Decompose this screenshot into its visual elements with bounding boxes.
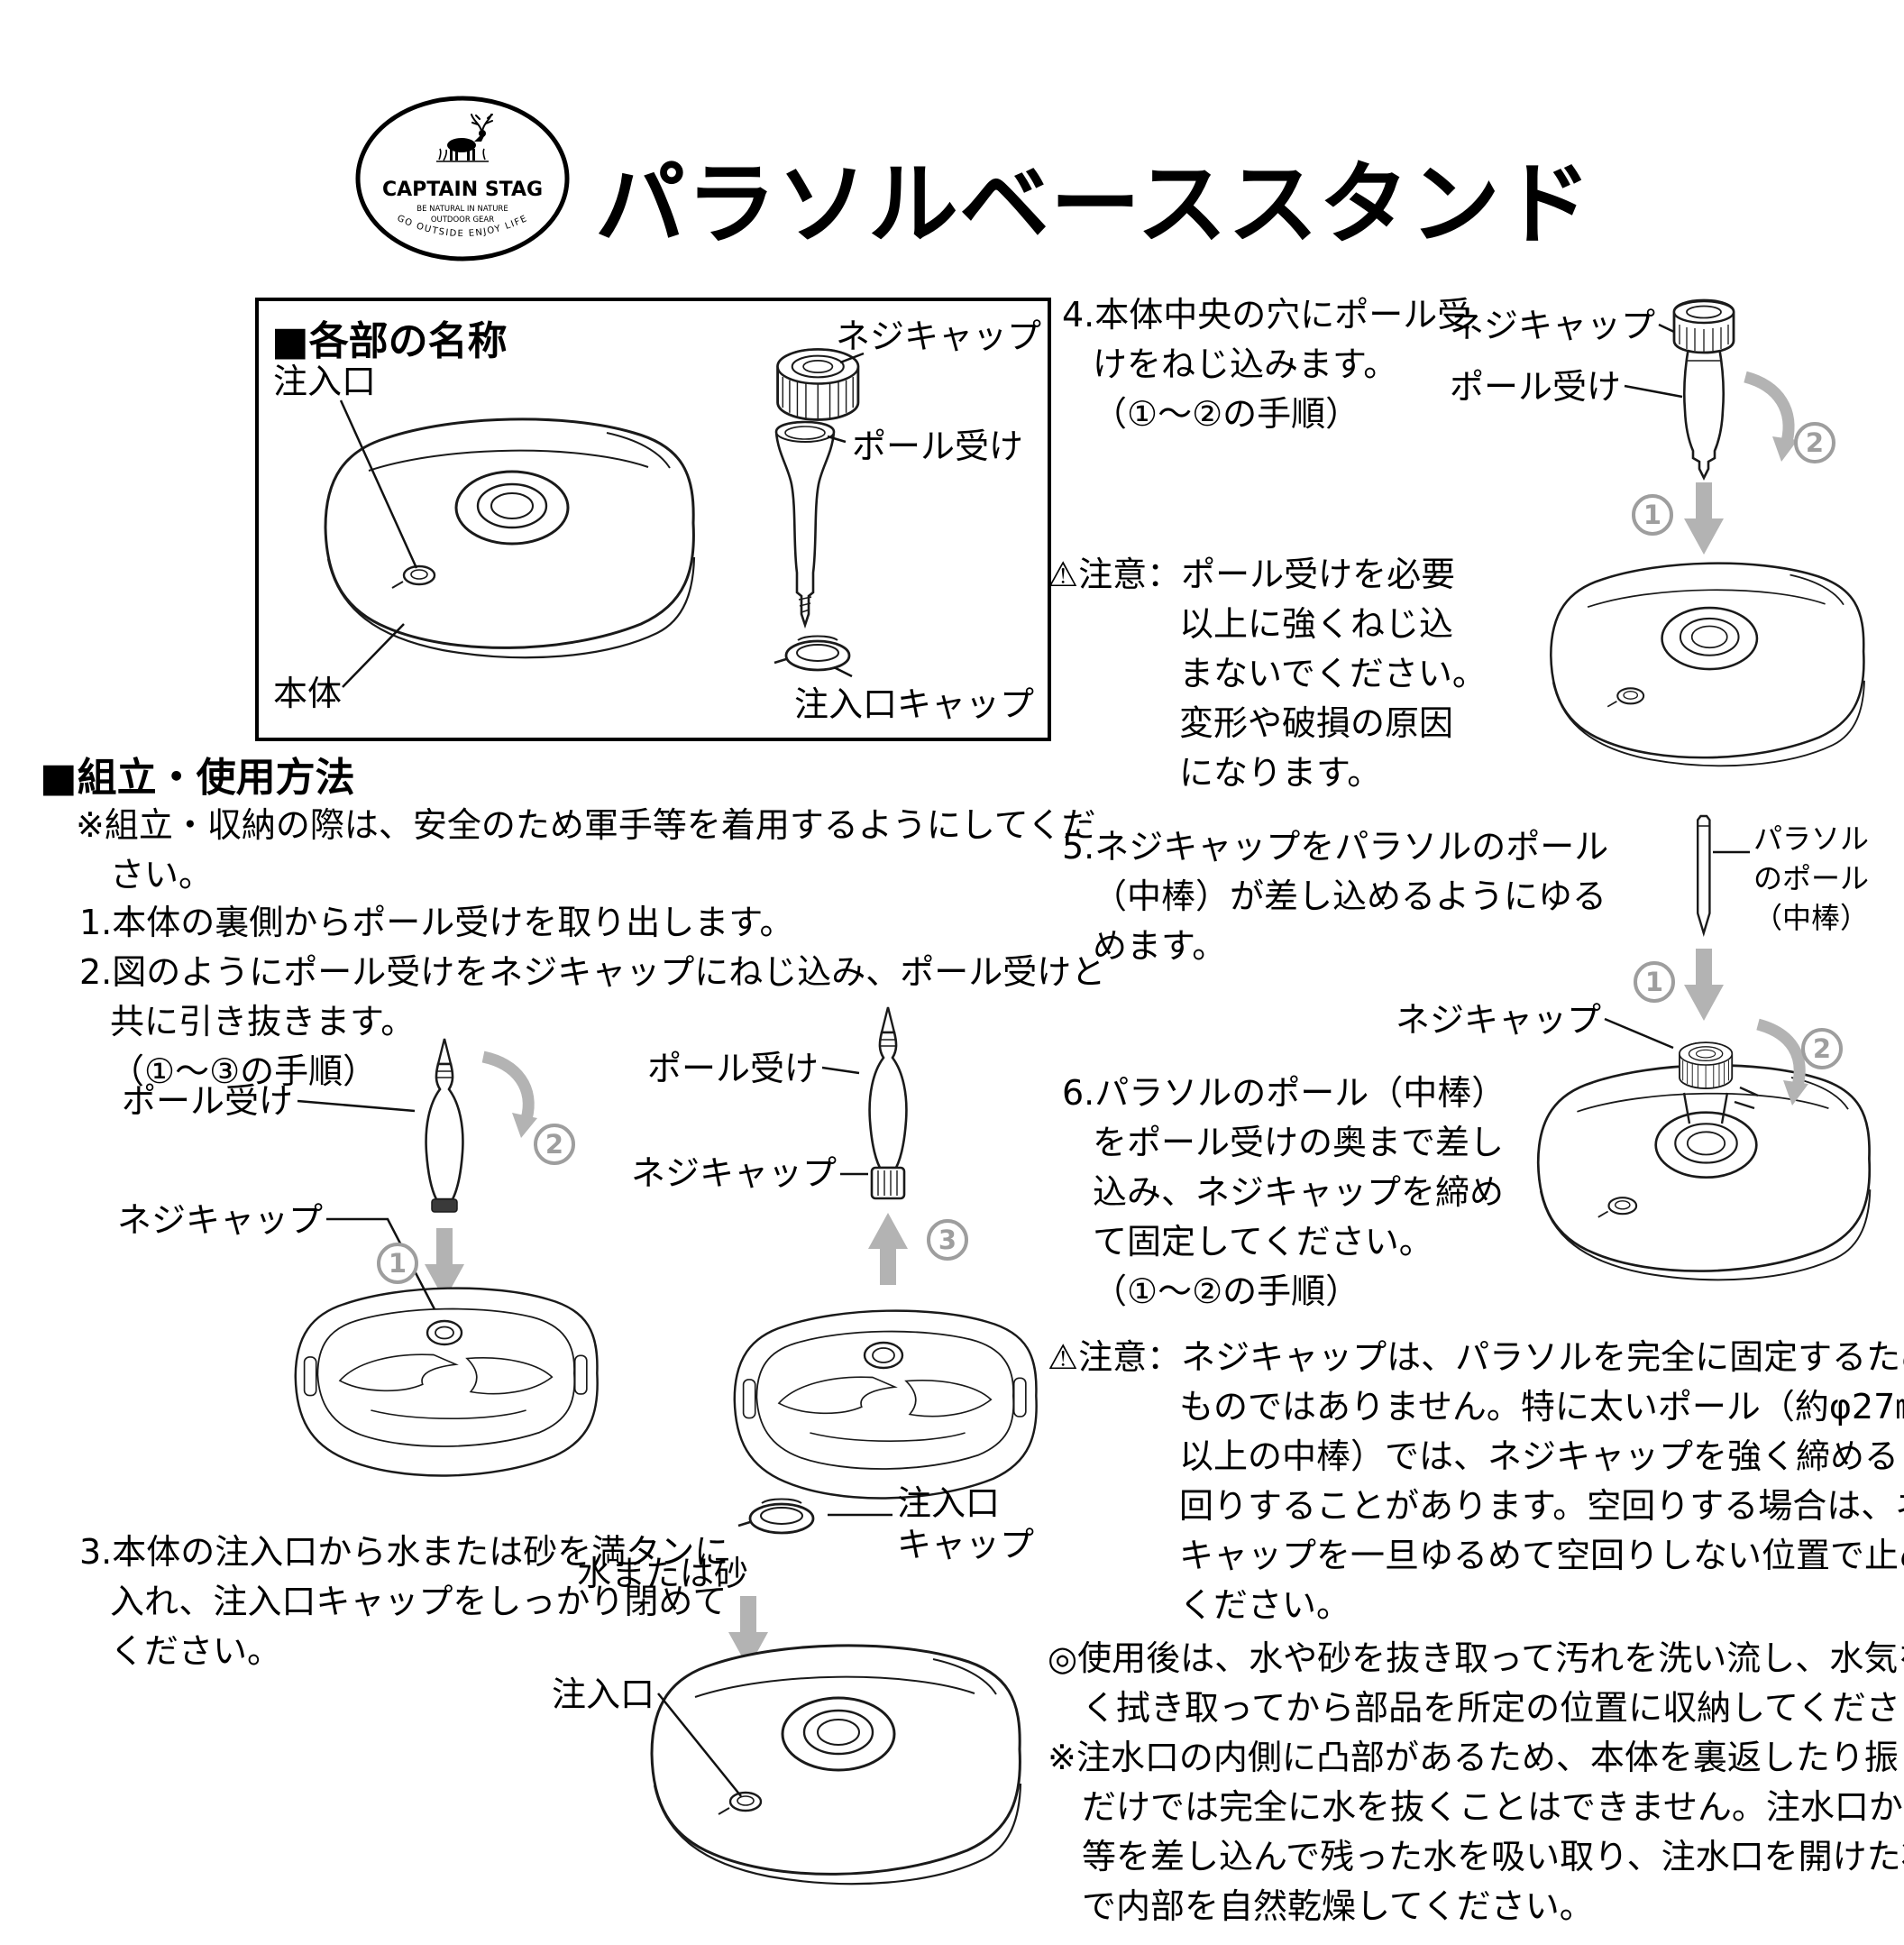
logo-brand-text: CAPTAIN STAG [382, 179, 543, 201]
leader-lines [297, 323, 1750, 1797]
water-or-sand-label: 水または砂 [577, 1554, 749, 1593]
step3-text: 3.本体の注入口から水または砂を満タンに入れ、注入口キャップをしっかり閉めてくだ… [79, 1532, 729, 1671]
assembly-heading: ■組立・使用方法 [40, 755, 355, 801]
pole-receiver-label: ポール受け [647, 1049, 819, 1088]
step2-right-diagram [733, 1005, 1038, 1500]
caution2-text: ⚠注意：ネジキャップは、パラソルを完全に固定するためのものではありません。特に太… [1048, 1337, 1904, 1625]
parasol-pole-label: パラソルのポール（中棒） [1753, 821, 1870, 935]
step-number-1-badge: 1 [1632, 494, 1673, 536]
captain-stag-logo: CAPTAIN STAG BE NATURAL IN NATURE OUTDOO… [353, 93, 572, 264]
pole-receiver-label: ポール受け [122, 1081, 294, 1121]
step-number-2-badge: 2 [1794, 422, 1835, 463]
drain-note-text: ※注水口の内側に凸部があるため、本体を裏返したり振っただけでは完全に水を抜くこと… [1048, 1738, 1904, 1926]
body-label: 本体 [273, 674, 343, 713]
step4-text: 4.本体中央の穴にポール受けをねじ込みます。（①～②の手順） [1062, 295, 1472, 434]
step5-text: 5.ネジキャップをパラソルのポール（中棒）が差し込めるようにゆるめます。 [1062, 827, 1609, 966]
logo-tagline1-text: BE NATURAL IN NATURE [416, 205, 508, 214]
caution1-text: ⚠注意：ポール受けを必要以上に強くねじ込まないでください。変形や破損の原因になり… [1048, 555, 1487, 793]
safety-note-text: ※組立・収納の際は、安全のため軍手等を着用するようにしてください。 [76, 805, 1096, 895]
logo-tagline2-text: OUTDOOR GEAR [431, 216, 494, 225]
step2-text: 2.図のようにポール受けをネジキャップにねじ込み、ポール受けと共に引き抜きます。… [79, 952, 1106, 1091]
parts-heading: ■各部の名称 [271, 318, 508, 364]
step-number-2-badge: 2 [1801, 1028, 1843, 1069]
inlet-label: 注入口 [273, 362, 377, 401]
inlet-cap-label: 注入口キャップ [897, 1483, 1035, 1564]
step-number-1-badge: 1 [377, 1243, 418, 1284]
step4-diagram [1550, 298, 1866, 767]
step1-text: 1.本体の裏側からポール受けを取り出します。 [79, 903, 794, 942]
pole-receiver-label: ポール受け [1450, 367, 1622, 407]
inlet-cap-label: 注入口キャップ [794, 684, 1035, 724]
pole-receiver-label: ポール受け [852, 427, 1024, 466]
screw-cap-label: ネジキャップ [631, 1153, 838, 1193]
logo-oval [355, 96, 570, 261]
step-number-2-badge: 2 [534, 1124, 575, 1165]
step6-text: 6.パラソルのポール（中棒）をポール受けの奥まで差し込み、ネジキャップを締めて固… [1062, 1073, 1506, 1311]
step-number-1-badge: 1 [1634, 961, 1675, 1003]
inlet-label: 注入口 [552, 1674, 655, 1714]
screw-cap-label: ネジキャップ [836, 317, 1042, 356]
step2-left-diagram [294, 1037, 599, 1477]
step5-6-diagram [1536, 814, 1872, 1281]
screw-cap-label: ネジキャップ [117, 1200, 324, 1240]
parts-name-box: ■各部の名称 注入口 本体 ネジキャップ ポール受け 注入口キャップ [255, 298, 1051, 741]
screw-cap-label: ネジキャップ [1396, 1000, 1602, 1040]
page-title: パラソルベーススタンド [595, 151, 1592, 257]
deer-icon [436, 114, 493, 162]
step-number-3-badge: 3 [927, 1219, 968, 1261]
screw-cap-label: ネジキャップ [1450, 306, 1656, 345]
after-use-text: ◎使用後は、水や砂を抜き取って汚れを洗い流し、水気をよく拭き取ってから部品を所定… [1048, 1638, 1904, 1728]
